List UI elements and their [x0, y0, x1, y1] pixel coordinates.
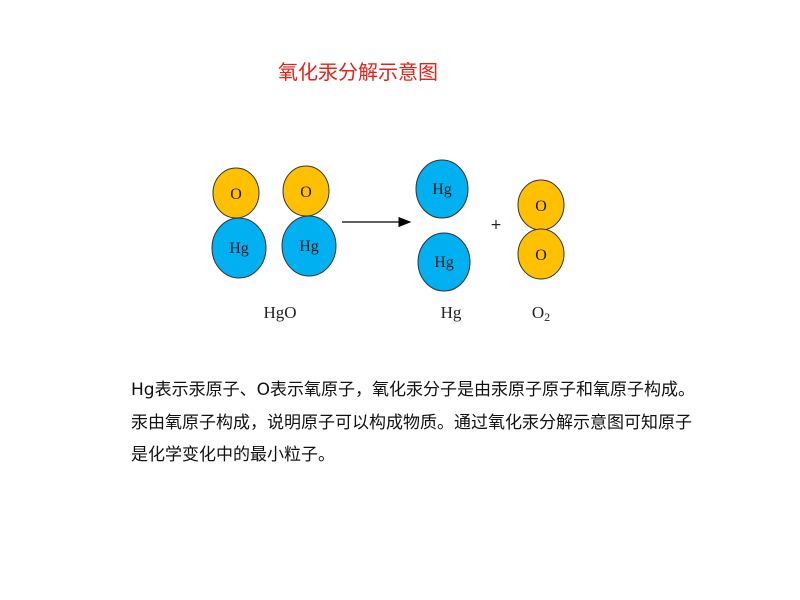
mercury-atom [417, 232, 471, 292]
description-text: Hg表示汞原子、O表示氧原子，氧化汞分子是由汞原子原子和氧原子构成。 汞由氧原子… [131, 374, 731, 472]
description-line: 汞由氧原子构成，说明原子可以构成物质。通过氧化汞分解示意图可知原子 [131, 412, 692, 433]
description-line: 是化学变化中的最小粒子。 [131, 445, 335, 465]
oxygen-atom [517, 228, 565, 280]
oxygen-atom-label: O [230, 186, 242, 203]
plus-sign: + [490, 217, 502, 233]
oxygen-atom-label: O [300, 184, 312, 201]
label-o2-base: O [532, 303, 544, 322]
label-hgo: HgO [263, 303, 296, 322]
label-hg: Hg [441, 303, 462, 322]
mercury-atoms-product: Hg Hg [415, 159, 471, 292]
oxygen-atom-label: O [535, 247, 547, 264]
label-o2: O2 [532, 303, 550, 324]
mercury-atom-label: Hg [229, 240, 249, 257]
oxygen-molecule-product: O O [517, 179, 565, 280]
mercury-atom-label: Hg [299, 238, 319, 255]
mercury-atom-label: Hg [432, 181, 452, 198]
mercury-atom [281, 215, 337, 277]
mercury-atom [211, 217, 267, 279]
oxygen-atom-label: O [535, 198, 547, 215]
mercury-atom-label: Hg [434, 254, 454, 271]
hgo-molecule-1: O Hg [211, 167, 267, 279]
slide-title: 氧化汞分解示意图 [278, 60, 438, 84]
hgo-molecule-2: O Hg [281, 165, 337, 277]
mercury-atom [415, 159, 469, 219]
description-line: Hg表示汞原子、O表示氧原子，氧化汞分子是由汞原子原子和氧原子构成。 [131, 380, 695, 400]
label-o2-subscript: 2 [544, 310, 550, 324]
